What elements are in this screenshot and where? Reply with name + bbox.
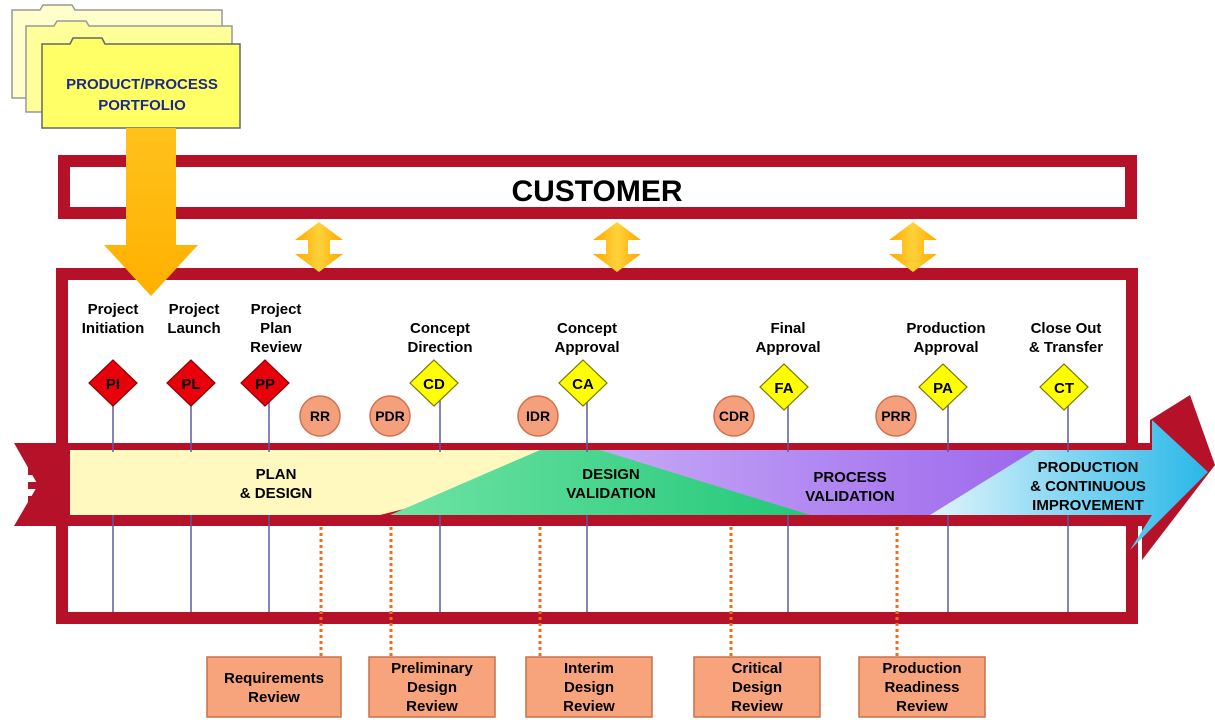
svg-text:Review: Review <box>731 698 783 715</box>
review-box-requirements: Requirements Review <box>206 656 342 718</box>
svg-text:RR: RR <box>310 408 330 424</box>
svg-text:Requirements: Requirements <box>224 670 324 687</box>
milestone-pp-label3: Review <box>250 339 302 356</box>
svg-text:Interim: Interim <box>564 660 614 677</box>
svg-text:PRR: PRR <box>881 408 911 424</box>
milestone-stems <box>112 400 1069 612</box>
milestone-cd-diamond: CD <box>409 359 459 407</box>
review-box-interim-design: Interim Design Review <box>525 656 653 718</box>
milestone-ct-label1: Close Out <box>1031 320 1102 337</box>
milestone-pi-diamond: PI <box>88 359 138 407</box>
svg-text:IDR: IDR <box>526 408 550 424</box>
svg-text:Review: Review <box>248 689 300 706</box>
review-boxes: Requirements Review Preliminary Design R… <box>206 656 986 718</box>
review-box-critical-design: Critical Design Review <box>693 656 821 718</box>
milestone-pa-label2: Approval <box>913 339 978 356</box>
svg-text:CD: CD <box>423 376 445 393</box>
phase-production-line2: & CONTINUOUS <box>1030 478 1146 495</box>
milestone-fa-label1: Final <box>770 320 805 337</box>
phase-design-validation-line2: VALIDATION <box>566 485 655 502</box>
milestone-pi-label2: Initiation <box>82 320 145 337</box>
milestone-ca-diamond: CA <box>558 359 608 407</box>
svg-text:Design: Design <box>732 679 782 696</box>
svg-text:FA: FA <box>774 380 793 397</box>
portfolio-title-line2: PORTFOLIO <box>98 97 186 114</box>
double-arrow-icon <box>295 222 343 272</box>
customer-bar <box>58 155 1137 219</box>
milestone-labels: Project Initiation Project Launch Projec… <box>82 301 1104 356</box>
phase-labels: PLAN & DESIGN DESIGN VALIDATION PROCESS … <box>240 459 1146 514</box>
portfolio-title-line1: PRODUCT/PROCESS <box>66 76 218 93</box>
phase-production-line3: IMPROVEMENT <box>1032 497 1144 514</box>
milestone-pp-label1: Project <box>251 301 302 318</box>
milestone-fa-diamond: FA <box>759 363 809 411</box>
milestone-pi-label1: Project <box>88 301 139 318</box>
review-pdr-circle: PDR <box>369 395 411 437</box>
review-box-preliminary-design: Preliminary Design Review <box>368 656 496 718</box>
svg-text:PA: PA <box>933 380 953 397</box>
review-idr-circle: IDR <box>517 395 559 437</box>
customer-exchange-arrows <box>295 222 937 272</box>
milestone-ct-label2: & Transfer <box>1029 339 1103 356</box>
svg-text:Review: Review <box>896 698 948 715</box>
timeline-band <box>14 395 1215 560</box>
milestone-cd-label2: Direction <box>407 339 472 356</box>
svg-text:CT: CT <box>1054 380 1074 397</box>
milestone-pl-diamond: PL <box>166 359 216 407</box>
milestone-ca-label1: Concept <box>557 320 617 337</box>
phase-process-validation-line1: PROCESS <box>813 469 886 486</box>
review-circles: RR PDR IDR CDR PRR <box>299 395 917 437</box>
customer-label: CUSTOMER <box>511 175 682 208</box>
svg-text:Design: Design <box>564 679 614 696</box>
milestone-fa-label2: Approval <box>755 339 820 356</box>
portfolio-folder-stack: PRODUCT/PROCESS PORTFOLIO <box>11 4 241 129</box>
phase-plan-line2: & DESIGN <box>240 485 313 502</box>
phase-production-line1: PRODUCTION <box>1038 459 1139 476</box>
svg-text:PDR: PDR <box>375 408 405 424</box>
milestone-pa-label1: Production <box>906 320 985 337</box>
svg-text:Preliminary: Preliminary <box>391 660 473 677</box>
phase-design-validation-line1: DESIGN <box>582 466 640 483</box>
svg-text:Review: Review <box>563 698 615 715</box>
svg-text:CA: CA <box>572 376 594 393</box>
review-cdr-circle: CDR <box>713 395 755 437</box>
svg-text:PL: PL <box>181 376 200 393</box>
portfolio-down-arrow <box>104 128 198 296</box>
svg-text:CDR: CDR <box>719 408 749 424</box>
svg-text:Readiness: Readiness <box>884 679 959 696</box>
review-rr-circle: RR <box>299 395 341 437</box>
milestone-pl-label1: Project <box>169 301 220 318</box>
milestone-pl-label2: Launch <box>167 320 220 337</box>
svg-text:Critical: Critical <box>732 660 783 677</box>
svg-text:Review: Review <box>406 698 458 715</box>
milestone-ct-diamond: CT <box>1039 363 1089 411</box>
svg-text:Design: Design <box>407 679 457 696</box>
double-arrow-icon <box>593 222 641 272</box>
phase-plan-line1: PLAN <box>256 466 297 483</box>
phase-process-validation-line2: VALIDATION <box>805 488 894 505</box>
svg-text:Production: Production <box>882 660 961 677</box>
milestone-ca-label2: Approval <box>554 339 619 356</box>
milestone-pa-diamond: PA <box>918 363 968 411</box>
svg-text:PP: PP <box>255 376 275 393</box>
milestone-cd-label1: Concept <box>410 320 470 337</box>
milestone-diamonds: PI PL PP CD CA FA PA CT <box>88 359 1089 411</box>
milestone-pp-diamond: PP <box>240 359 290 407</box>
svg-text:PI: PI <box>106 376 120 393</box>
milestone-pp-label2: Plan <box>260 320 292 337</box>
review-box-production-readiness: Production Readiness Review <box>858 656 986 718</box>
review-prr-circle: PRR <box>875 395 917 437</box>
double-arrow-icon <box>889 222 937 272</box>
